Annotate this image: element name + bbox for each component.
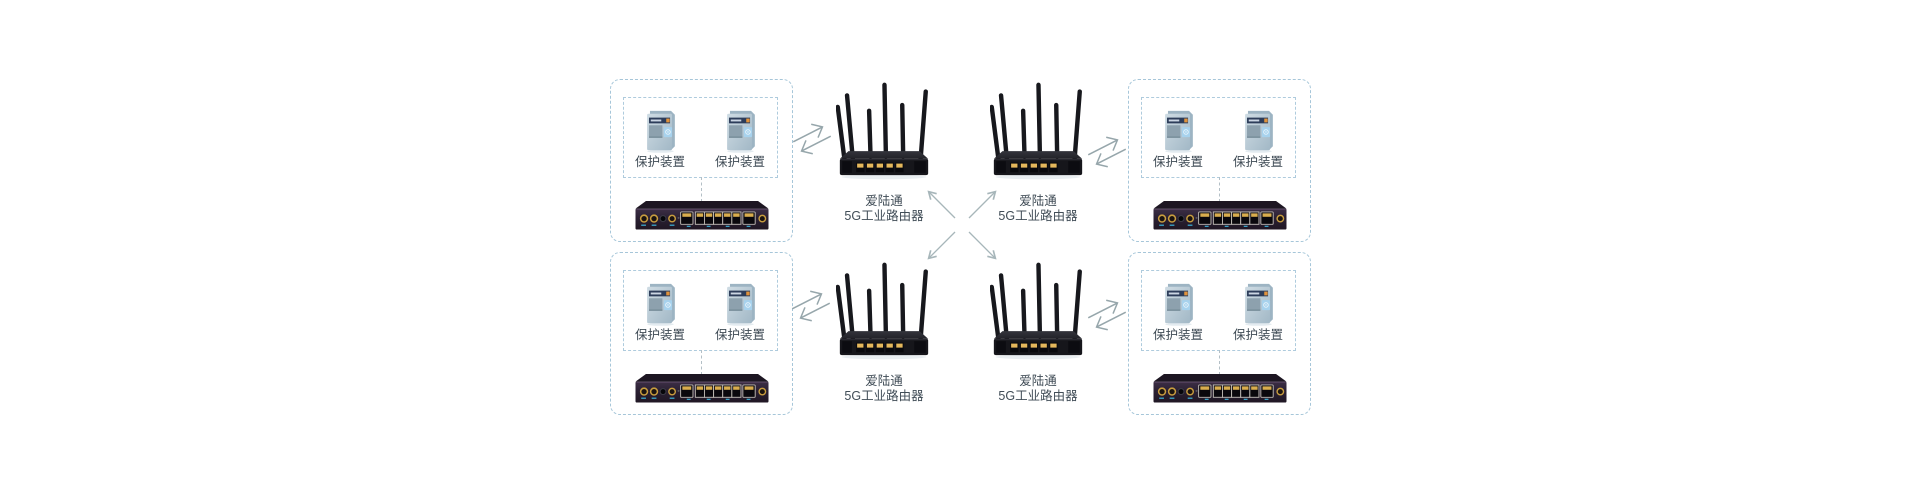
- protection-device-icon: [1242, 282, 1275, 326]
- router-unit-bottom-right: 爱陆通 5G工业路由器: [990, 262, 1086, 405]
- protection-device: 保护装置: [631, 282, 689, 350]
- protection-device: 保护装置: [631, 109, 689, 177]
- protection-device-label: 保护装置: [634, 327, 685, 342]
- protection-device-label: 保护装置: [634, 154, 685, 169]
- mesh-links-icon: [927, 190, 997, 260]
- bidirectional-link-icon: [1084, 294, 1130, 336]
- protection-device: 保护装置: [1149, 109, 1207, 177]
- router-model: 5G工业路由器: [844, 209, 924, 223]
- station-top-right: 保护装置 保护装置: [1128, 79, 1311, 242]
- ethernet-switch-icon: [1153, 201, 1286, 231]
- router-unit-bottom-left: 爱陆通 5G工业路由器: [836, 262, 932, 405]
- router-label: 爱陆通 5G工业路由器: [844, 194, 923, 225]
- router-model: 5G工业路由器: [844, 389, 924, 403]
- protection-device: 保护装置: [711, 282, 769, 350]
- protection-device-icon: [1162, 109, 1195, 153]
- protection-device-label: 保护装置: [1232, 154, 1283, 169]
- switch-uplink-line: [1219, 350, 1220, 375]
- router-brand: 爱陆通: [1019, 373, 1057, 388]
- station-bottom-right: 保护装置 保护装置: [1128, 252, 1311, 415]
- 5g-router-icon: [990, 82, 1086, 190]
- protection-devices-group-box: 保护装置 保护装置: [622, 96, 778, 178]
- 5g-router-icon: [836, 82, 932, 190]
- router-unit-top-left: 爱陆通 5G工业路由器: [836, 82, 932, 225]
- 5g-router-icon: [990, 262, 1086, 370]
- protection-device-icon: [1162, 282, 1195, 326]
- protection-device-label: 保护装置: [714, 154, 765, 169]
- router-brand: 爱陆通: [865, 193, 903, 208]
- router-brand: 爱陆通: [865, 373, 903, 388]
- protection-device: 保护装置: [1229, 109, 1287, 177]
- protection-device: 保护装置: [1149, 282, 1207, 350]
- ethernet-switch-icon: [635, 374, 768, 404]
- router-label: 爱陆通 5G工业路由器: [998, 194, 1077, 225]
- protection-devices-group-box: 保护装置 保护装置: [1140, 269, 1296, 351]
- router-brand: 爱陆通: [1019, 193, 1057, 208]
- protection-device-label: 保护装置: [714, 327, 765, 342]
- ethernet-switch-icon: [1153, 374, 1286, 404]
- protection-devices-group-box: 保护装置 保护装置: [1140, 96, 1296, 178]
- 5g-router-icon: [836, 262, 932, 370]
- protection-device-icon: [644, 282, 677, 326]
- bidirectional-link-icon: [788, 285, 834, 327]
- protection-device-label: 保护装置: [1232, 327, 1283, 342]
- protection-device: 保护装置: [1229, 282, 1287, 350]
- bidirectional-link-icon: [1084, 131, 1130, 173]
- switch-uplink-line: [701, 177, 702, 202]
- router-unit-top-right: 爱陆通 5G工业路由器: [990, 82, 1086, 225]
- ethernet-switch-icon: [635, 201, 768, 231]
- station-bottom-left: 保护装置 保护装置: [610, 252, 793, 415]
- protection-device-icon: [644, 109, 677, 153]
- switch-uplink-line: [1219, 177, 1220, 202]
- router-model: 5G工业路由器: [998, 389, 1078, 403]
- protection-device: 保护装置: [711, 109, 769, 177]
- protection-devices-group-box: 保护装置 保护装置: [622, 269, 778, 351]
- protection-device-label: 保护装置: [1152, 327, 1203, 342]
- protection-device-label: 保护装置: [1152, 154, 1203, 169]
- protection-device-icon: [724, 282, 757, 326]
- station-top-left: 保护装置 保护装置: [610, 79, 793, 242]
- router-model: 5G工业路由器: [998, 209, 1078, 223]
- bidirectional-link-icon: [789, 118, 835, 160]
- router-label: 爱陆通 5G工业路由器: [844, 374, 923, 405]
- router-label: 爱陆通 5G工业路由器: [998, 374, 1077, 405]
- protection-device-icon: [1242, 109, 1275, 153]
- switch-uplink-line: [701, 350, 702, 375]
- protection-device-icon: [724, 109, 757, 153]
